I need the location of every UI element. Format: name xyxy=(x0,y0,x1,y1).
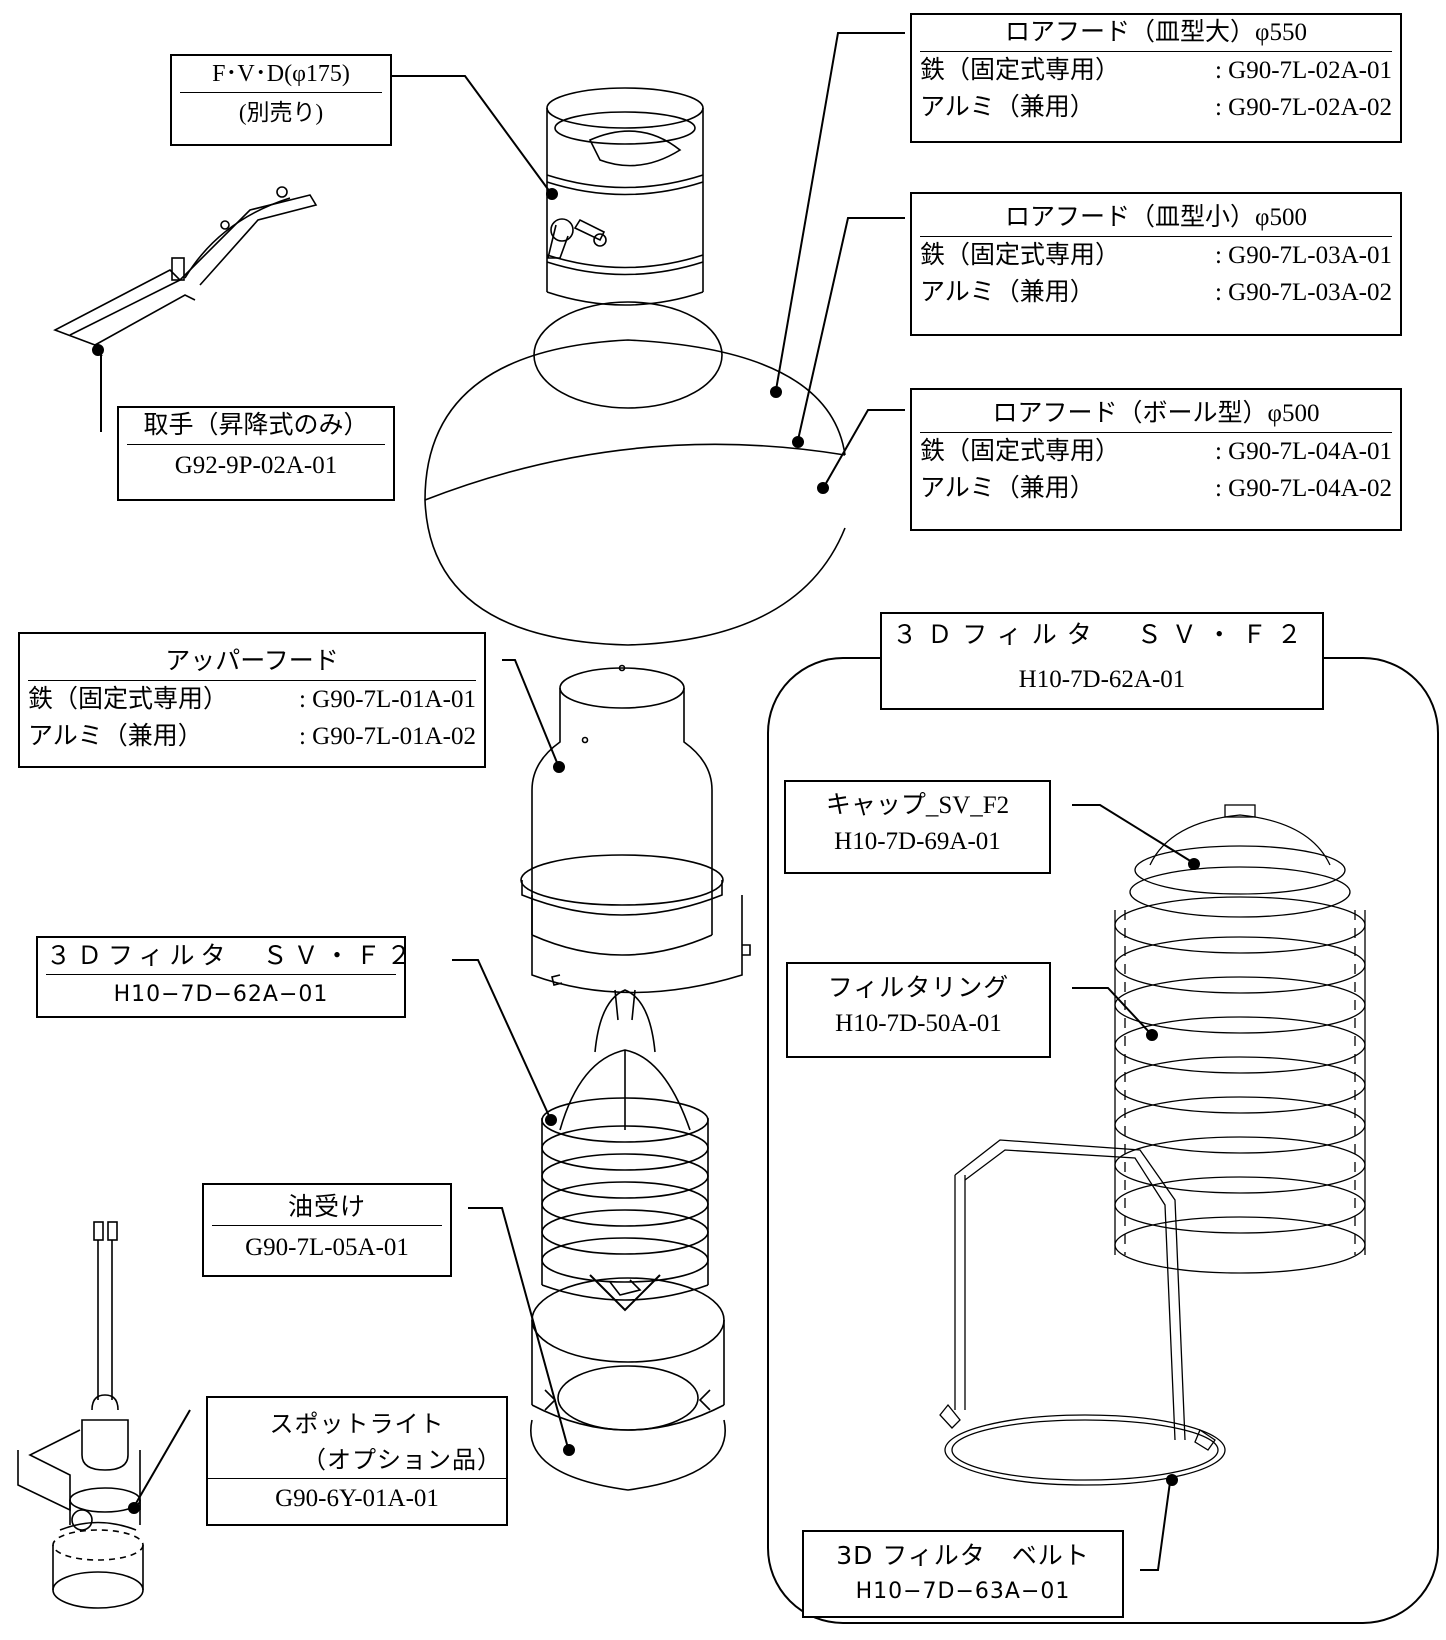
material-name: アルミ（兼用） xyxy=(920,475,1095,502)
filter-ring-title: フィルタリング xyxy=(827,973,1010,1002)
part-number: : G90-7L-01A-02 xyxy=(298,723,476,750)
part-number: : G90-7L-03A-01 xyxy=(1214,242,1392,269)
spotlight-part xyxy=(17,1221,144,1609)
leader-lines xyxy=(92,32,1200,1571)
filter-small-label: ３Ｄフィルタ ＳＶ・Ｆ２ H10−7D−62A−01 xyxy=(36,936,412,1018)
fvd-label: F･V･D(φ175) (別売り) xyxy=(170,54,392,146)
handle-part xyxy=(53,186,318,357)
part-number: : G90-7L-03A-02 xyxy=(1214,279,1392,306)
lower-hood-ball-row-iron: 鉄（固定式専用） : G90-7L-04A-01 xyxy=(912,433,1400,470)
filter-belt-part-number: H10−7D−63A−01 xyxy=(855,1579,1071,1604)
spotlight-label: スポットライト （オプション品） G90-6Y-01A-01 xyxy=(206,1396,508,1526)
cap-label: キャップ_SV_F2 H10-7D-69A-01 xyxy=(784,780,1051,874)
spotlight-subtitle: （オプション品） xyxy=(208,1442,506,1479)
lower-hood-small-row-iron: 鉄（固定式専用） : G90-7L-03A-01 xyxy=(912,237,1400,274)
filter-ring-label: フィルタリング H10-7D-50A-01 xyxy=(786,962,1051,1058)
cap-title: キャップ_SV_F2 xyxy=(825,792,1010,819)
lower-hood-ball-row-aluminium: アルミ（兼用） : G90-7L-04A-02 xyxy=(912,470,1400,507)
handle-label: 取手（昇降式のみ） G92-9P-02A-01 xyxy=(117,406,395,501)
filter-assembly-part-number: H10-7D-62A-01 xyxy=(1018,666,1186,693)
filter-assembly-title: ３Ｄフィルタ ＳＶ・Ｆ２ xyxy=(892,622,1312,649)
upper-hood-title: アッパーフード xyxy=(28,644,476,681)
lower-hood-large-row-aluminium: アルミ（兼用） : G90-7L-02A-02 xyxy=(912,89,1400,126)
lower-hood-large-title: ロアフード（皿型大）φ550 xyxy=(920,15,1392,52)
material-name: アルミ（兼用） xyxy=(28,723,203,750)
oil-pan-part xyxy=(530,1277,726,1491)
part-number: : G90-7L-01A-01 xyxy=(298,686,476,713)
filter-belt-label: 3D フィルタ ベルト H10−7D−63A−01 xyxy=(802,1530,1124,1618)
filter-assembly-title-box: ３Ｄフィルタ ＳＶ・Ｆ２ H10-7D-62A-01 xyxy=(880,612,1324,710)
material-name: アルミ（兼用） xyxy=(920,94,1095,121)
part-number: : G90-7L-04A-02 xyxy=(1214,475,1392,502)
lower-hood-large-row-iron: 鉄（固定式専用） : G90-7L-02A-01 xyxy=(912,52,1400,89)
oil-pan-title: 油受け xyxy=(212,1189,442,1226)
material-name: アルミ（兼用） xyxy=(920,279,1095,306)
filter-belt-title: 3D フィルタ ベルト xyxy=(836,1541,1090,1570)
upper-hood-row-iron: 鉄（固定式専用） : G90-7L-01A-01 xyxy=(20,681,484,718)
part-number: : G90-7L-04A-01 xyxy=(1214,438,1392,465)
filter-ring-part-number: H10-7D-50A-01 xyxy=(835,1010,1002,1037)
oil-pan-label: 油受け G90-7L-05A-01 xyxy=(202,1183,452,1277)
spotlight-title: スポットライト xyxy=(269,1410,445,1438)
fvd-damper-part xyxy=(546,87,704,306)
fvd-subtitle: (別売り) xyxy=(238,100,324,125)
material-name: 鉄（固定式専用） xyxy=(920,242,1121,269)
upper-hood-row-aluminium: アルミ（兼用） : G90-7L-01A-02 xyxy=(20,718,484,755)
fvd-title: F･V･D(φ175) xyxy=(180,56,382,93)
material-name: 鉄（固定式専用） xyxy=(920,438,1121,465)
lower-hood-part xyxy=(424,301,846,646)
handle-title: 取手（昇降式のみ） xyxy=(127,408,385,445)
filter-small-part xyxy=(541,989,709,1312)
lower-hood-small-title: ロアフード（皿型小）φ500 xyxy=(920,200,1392,237)
filter-small-part-number: H10−7D−62A−01 xyxy=(113,982,329,1007)
oil-pan-part-number: G90-7L-05A-01 xyxy=(245,1234,409,1261)
upper-hood-label: アッパーフード 鉄（固定式専用） : G90-7L-01A-01 アルミ（兼用）… xyxy=(18,632,486,768)
spotlight-part-number: G90-6Y-01A-01 xyxy=(275,1485,439,1512)
handle-part-number: G92-9P-02A-01 xyxy=(174,452,338,479)
lower-hood-large-label: ロアフード（皿型大）φ550 鉄（固定式専用） : G90-7L-02A-01 … xyxy=(910,13,1402,143)
filter-small-title: ３Ｄフィルタ ＳＶ・Ｆ２ xyxy=(46,938,412,975)
part-number: : G90-7L-02A-02 xyxy=(1214,94,1392,121)
material-name: 鉄（固定式専用） xyxy=(920,57,1121,84)
filter-belt-part xyxy=(939,1139,1226,1486)
upper-hood-part xyxy=(520,664,751,994)
filter-large-part xyxy=(1114,804,1366,1274)
cap-part-number: H10-7D-69A-01 xyxy=(834,828,1001,855)
part-number: : G90-7L-02A-01 xyxy=(1214,57,1392,84)
lower-hood-small-label: ロアフード（皿型小）φ500 鉄（固定式専用） : G90-7L-03A-01 … xyxy=(910,192,1402,336)
lower-hood-ball-label: ロアフード（ボール型）φ500 鉄（固定式専用） : G90-7L-04A-01… xyxy=(910,388,1402,531)
lower-hood-ball-title: ロアフード（ボール型）φ500 xyxy=(920,396,1392,433)
material-name: 鉄（固定式専用） xyxy=(28,686,229,713)
lower-hood-small-row-aluminium: アルミ（兼用） : G90-7L-03A-02 xyxy=(912,274,1400,311)
